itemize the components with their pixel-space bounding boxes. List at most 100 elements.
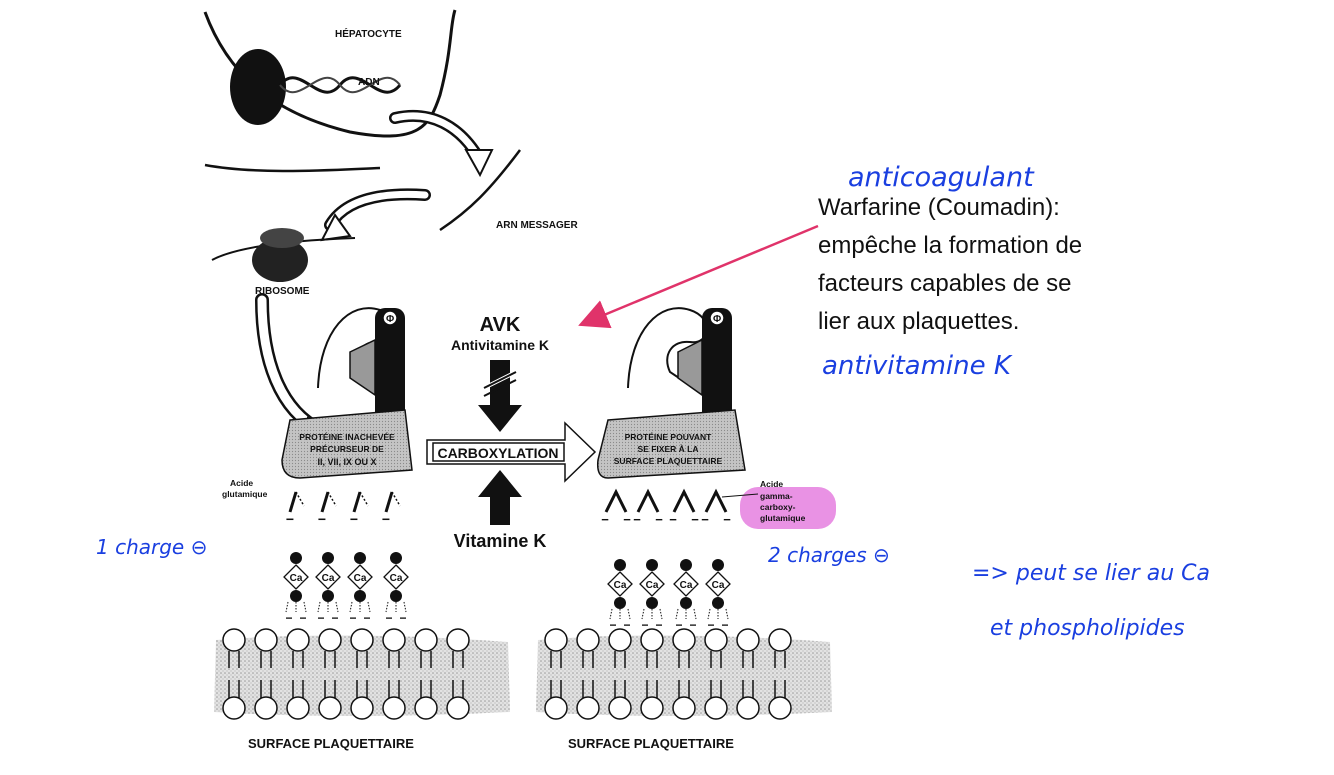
phospholipid-tail — [292, 651, 304, 668]
left-protein-line-2: PRÉCURSEUR DE — [310, 444, 384, 454]
plus-circle — [712, 597, 724, 609]
phospholipid-head — [382, 628, 406, 652]
plus-sign: + — [393, 553, 399, 565]
phospholipid-head — [414, 696, 438, 720]
calcium-diamond — [347, 564, 373, 590]
plus-circle — [354, 590, 366, 602]
phospholipid-head — [382, 696, 406, 720]
note-line-3: facteurs capables de se — [818, 270, 1072, 297]
hand-antivitamine: antivitamine K — [822, 351, 1013, 381]
plus-circle — [646, 597, 658, 609]
plus-sign: + — [325, 553, 331, 565]
left-protein: Φ PROTÉINE INACHEVÉE PRÉCURSEUR DE II, V… — [222, 307, 413, 625]
phospholipid-head — [704, 628, 728, 652]
right-legs: −−−−−−−− — [601, 488, 731, 527]
glutamate-dash — [391, 491, 401, 507]
phospholipid-head — [414, 628, 438, 652]
minus-sign: − — [655, 512, 663, 527]
phospholipid-tail — [614, 680, 626, 698]
plus-sign: + — [649, 560, 655, 572]
minus-sign: − — [633, 512, 641, 527]
calcium-label: Ca — [322, 573, 335, 584]
left-phi-icon — [382, 310, 398, 326]
plus-sign: + — [683, 598, 689, 610]
plus-sign: + — [715, 560, 721, 572]
plus-sign: + — [649, 598, 655, 610]
minus-sign: − — [723, 512, 731, 527]
ribosome-small — [260, 228, 304, 248]
plus-sign: + — [325, 591, 331, 603]
phospholipid-tail — [228, 680, 240, 698]
glutamate-leg — [288, 491, 298, 513]
membrane-right — [536, 628, 832, 720]
minus-sign: − — [363, 611, 370, 625]
phospholipid-head — [222, 696, 246, 720]
note-line-4: lier aux plaquettes. — [818, 308, 1020, 335]
right-protein-line-2: SE FIXER À LA — [638, 444, 699, 454]
phospholipid-head — [254, 628, 278, 652]
minus-sign: − — [299, 611, 306, 625]
calcium-diamond — [383, 564, 409, 590]
minus-sign: − — [689, 618, 696, 632]
left-legs: −−−− — [286, 491, 401, 527]
phospholipid-tail — [260, 680, 272, 698]
calcium-diamond — [639, 571, 665, 597]
acide-glutamique-line-1: Acide — [230, 478, 253, 488]
gamma-leg — [636, 488, 660, 513]
phospholipid-tail — [228, 651, 240, 668]
minus-sign: − — [318, 511, 326, 527]
right-protein-box — [596, 409, 746, 479]
glutamate-dash — [327, 491, 337, 507]
phospholipid-tail — [646, 680, 658, 698]
minus-sign: − — [349, 611, 356, 625]
ribosome-large — [252, 238, 308, 282]
gamma-highlight — [740, 487, 836, 529]
membrane-bilayer — [214, 635, 510, 716]
hand-anticoagulant: anticoagulant — [848, 162, 1035, 193]
plus-sign: + — [393, 591, 399, 603]
calcium-label: Ca — [354, 573, 367, 584]
phospholipid-tail — [710, 680, 722, 698]
phospholipid-head — [350, 696, 374, 720]
warfarine-pointer-arrow — [578, 224, 819, 329]
phospholipid-tail — [356, 680, 368, 698]
carboxylation-label: CARBOXYLATION — [437, 445, 558, 461]
right-phi-label: Φ — [713, 314, 721, 325]
inhibition-slash-2 — [483, 371, 517, 389]
minus-sign: − — [721, 618, 728, 632]
transcription-arrowhead — [464, 149, 494, 178]
plus-circle — [712, 559, 724, 571]
phospholipid-head — [446, 628, 470, 652]
surface-right-label: SURFACE PLAQUETTAIRE — [568, 736, 734, 751]
phospholipid-tail — [742, 680, 754, 698]
phospholipid-tail — [614, 651, 626, 668]
phospholipid-tail — [452, 680, 464, 698]
hepatocyte-label: HÉPATOCYTE — [335, 27, 402, 40]
protein-flow-arrow-inner — [257, 295, 325, 435]
right-phi-icon — [709, 310, 725, 326]
phospholipid-head — [576, 628, 600, 652]
left-phi-label: Φ — [386, 314, 394, 325]
minus-sign: − — [399, 611, 406, 625]
inhibition-arrow — [478, 360, 522, 432]
plus-circle — [390, 552, 402, 564]
calcium-diamond — [607, 571, 633, 597]
phospholipid-head — [608, 628, 632, 652]
phospholipid-tail — [324, 651, 336, 668]
plus-circle — [354, 552, 366, 564]
phospholipid-tail — [582, 651, 594, 668]
phospholipid-head — [222, 628, 246, 652]
minus-sign: − — [286, 511, 294, 527]
right-calcium-row: +Ca+−−+Ca+−−+Ca+−−+Ca+−− — [607, 559, 731, 632]
center-group: AVK Antivitamine K CARBOXYLATION Vitamin… — [426, 314, 597, 551]
plus-sign: + — [617, 598, 623, 610]
phospholipid-head — [768, 696, 792, 720]
glutamate-dash — [295, 491, 305, 507]
nucleus — [230, 49, 286, 125]
phospholipid-head — [672, 628, 696, 652]
hand-one-charge: 1 charge ⊖ — [96, 535, 207, 559]
mrna-strand — [439, 149, 521, 232]
phospholipid-tail — [452, 651, 464, 668]
minus-sign: − — [350, 511, 358, 527]
antivitamine-label: Antivitamine K — [451, 337, 549, 353]
